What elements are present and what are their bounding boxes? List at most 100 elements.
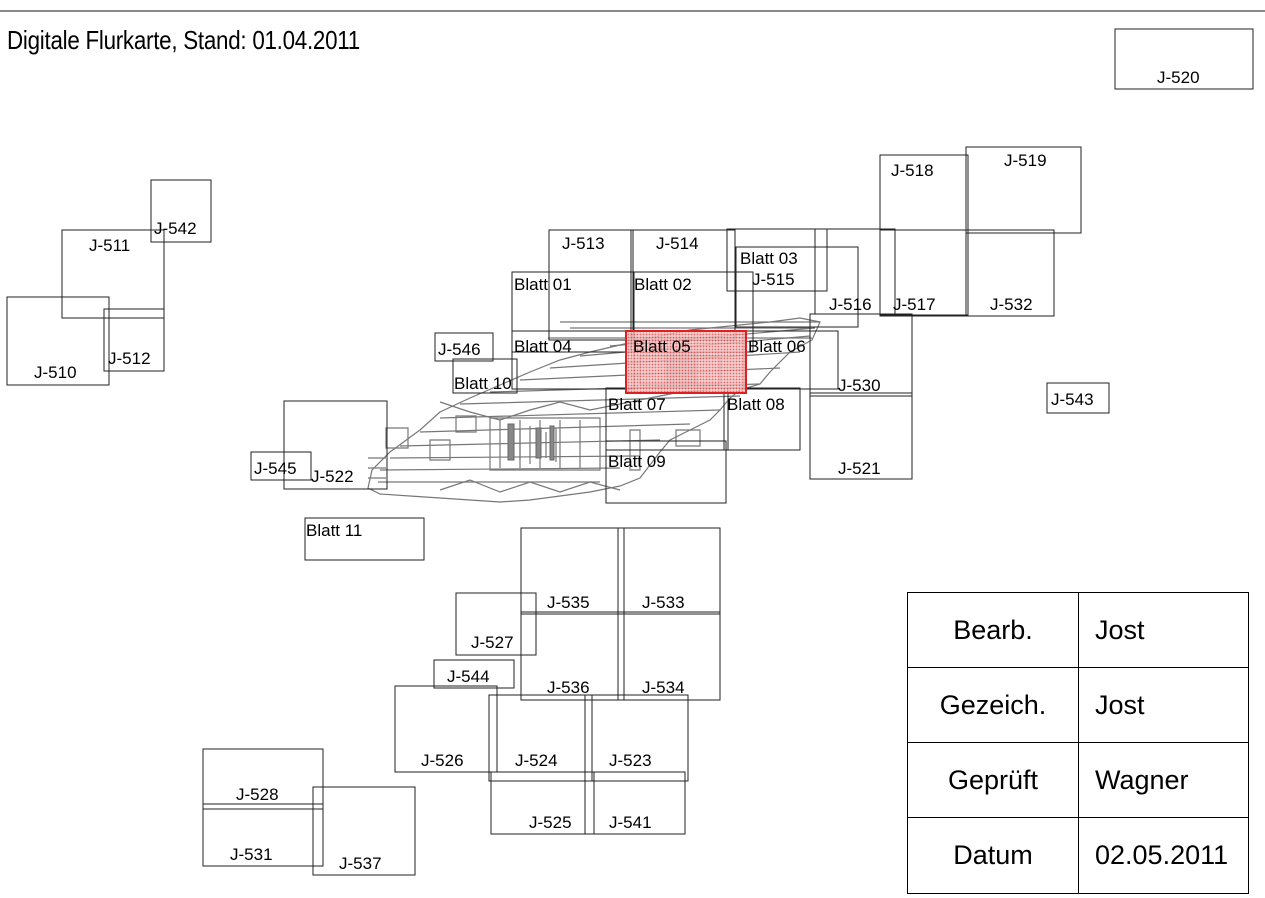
sheet-frame[interactable] (584, 694, 689, 782)
sheet-frame[interactable] (809, 313, 913, 397)
sheet-frame[interactable] (809, 392, 913, 480)
sheet-j-510[interactable]: J-510 (6, 296, 110, 386)
sheet-frame[interactable] (312, 786, 416, 876)
sheet-j-535[interactable]: J-535 (520, 527, 625, 615)
sheet-j-517[interactable]: J-517 (879, 229, 969, 317)
sheet-j-546[interactable]: J-546 (434, 332, 494, 362)
sheet-blatt-11[interactable]: Blatt 11 (304, 517, 425, 561)
sheet-frame[interactable] (1046, 382, 1110, 414)
sheet-frame[interactable] (584, 771, 686, 835)
sheet-j-534[interactable]: J-534 (617, 611, 721, 701)
sheet-label: J-543 (1051, 390, 1094, 409)
sheet-frame[interactable] (735, 246, 859, 328)
title-block-key: Geprüft (908, 743, 1079, 817)
sheet-label: Blatt 10 (454, 374, 512, 393)
sheet-blatt-10[interactable]: Blatt 10 (452, 358, 518, 394)
sheet-frame[interactable] (617, 527, 721, 615)
sheet-label: Blatt 09 (608, 452, 666, 471)
map-title: Digitale Flurkarte, Stand: 01.04.2011 (7, 25, 360, 55)
sheet-label: J-510 (34, 363, 77, 382)
sheet-j-519[interactable]: J-519 (965, 146, 1082, 234)
sheet-j-528[interactable]: J-528 (202, 748, 324, 810)
sheet-j-533[interactable]: J-533 (617, 527, 721, 615)
sheet-frame[interactable] (879, 229, 969, 317)
sheet-frame[interactable] (1114, 28, 1254, 90)
sheet-j-541[interactable]: J-541 (584, 771, 686, 835)
sheet-blatt-06[interactable]: Blatt 06 (743, 330, 839, 390)
sheet-j-531[interactable]: J-531 (202, 803, 324, 867)
sheet-j-511[interactable]: J-511 (61, 229, 165, 319)
title-block-key: Gezeich. (908, 668, 1079, 742)
sheet-j-521[interactable]: J-521 (809, 392, 913, 480)
sheet-label: J-541 (609, 813, 652, 832)
sheet-blatt-03[interactable]: Blatt 03 (735, 246, 859, 328)
sheet-frame[interactable] (6, 296, 110, 386)
sheet-frame[interactable] (520, 611, 625, 701)
sheet-frame[interactable] (726, 228, 828, 292)
sheet-label: Blatt 04 (514, 337, 572, 356)
sheet-frame[interactable] (617, 611, 721, 701)
sheet-label: J-537 (339, 854, 382, 873)
sheet-label: J-511 (89, 236, 130, 255)
active-sheet-highlight[interactable] (625, 330, 747, 394)
sheet-j-536[interactable]: J-536 (520, 611, 625, 701)
sheet-label: J-533 (642, 593, 685, 612)
sheet-frame[interactable] (490, 771, 595, 835)
sheet-j-524[interactable]: J-524 (488, 694, 593, 782)
sheet-label: J-517 (893, 295, 936, 314)
sheet-blatt-01[interactable]: Blatt 01 (511, 271, 635, 353)
title-block-row-bearb-: Bearb.Jost (908, 593, 1248, 668)
sheet-frame[interactable] (723, 387, 801, 451)
active-sheet-label: Blatt 05 (633, 337, 691, 356)
sheet-label: J-522 (311, 467, 354, 486)
sheet-j-518[interactable]: J-518 (879, 154, 969, 316)
sheet-frame[interactable] (150, 179, 212, 243)
sheet-j-543[interactable]: J-543 (1046, 382, 1110, 414)
sheet-label: Blatt 01 (514, 275, 572, 294)
sheet-j-525[interactable]: J-525 (490, 771, 595, 835)
sheet-frame[interactable] (202, 803, 324, 867)
sheet-blatt-09[interactable]: Blatt 09 (605, 440, 727, 504)
sheet-frame[interactable] (103, 308, 165, 372)
sheet-frame[interactable] (434, 332, 494, 362)
sheet-frame[interactable] (965, 229, 1055, 317)
sheet-j-542[interactable]: J-542 (150, 179, 212, 243)
sheet-frame[interactable] (61, 229, 165, 319)
sheet-frame[interactable] (488, 694, 593, 782)
title-block-key: Bearb. (908, 593, 1079, 667)
sheet-frame[interactable] (304, 517, 425, 561)
active-sheet-group: Blatt 05 (625, 330, 747, 394)
sheet-j-527[interactable]: J-527 (455, 592, 537, 656)
sheet-j-526[interactable]: J-526 (394, 685, 498, 773)
sheet-j-523[interactable]: J-523 (584, 694, 689, 782)
sheet-frame[interactable] (452, 358, 518, 394)
sheet-frame[interactable] (433, 659, 515, 689)
sheet-j-532[interactable]: J-532 (965, 229, 1055, 317)
sheet-blatt-08[interactable]: Blatt 08 (723, 387, 801, 451)
sheet-j-545[interactable]: J-545 (250, 451, 312, 481)
sheet-label: J-514 (656, 234, 699, 253)
sheet-frame[interactable] (455, 592, 537, 656)
sheet-frame[interactable] (605, 440, 727, 504)
sheet-j-544[interactable]: J-544 (433, 659, 515, 689)
sheet-frame[interactable] (283, 400, 388, 490)
sheet-j-520[interactable]: J-520 (1114, 28, 1254, 90)
sheet-frame[interactable] (202, 748, 324, 810)
sheet-label: J-520 (1157, 68, 1200, 87)
sheet-label: J-532 (990, 295, 1033, 314)
sheet-frame[interactable] (548, 229, 634, 341)
sheet-j-512[interactable]: J-512 (103, 308, 165, 372)
sheet-j-515[interactable]: J-515 (726, 228, 828, 292)
sheet-frame[interactable] (250, 451, 312, 481)
sheet-j-513[interactable]: J-513 (548, 229, 634, 341)
sheet-frame[interactable] (511, 271, 635, 353)
sheet-j-537[interactable]: J-537 (312, 786, 416, 876)
sheet-j-522[interactable]: J-522 (283, 400, 388, 490)
sheet-j-530[interactable]: J-530 (809, 313, 913, 397)
sheet-frame[interactable] (965, 146, 1082, 234)
sheet-frame[interactable] (394, 685, 498, 773)
sheet-label: J-542 (154, 219, 197, 238)
sheet-frame[interactable] (520, 527, 625, 615)
